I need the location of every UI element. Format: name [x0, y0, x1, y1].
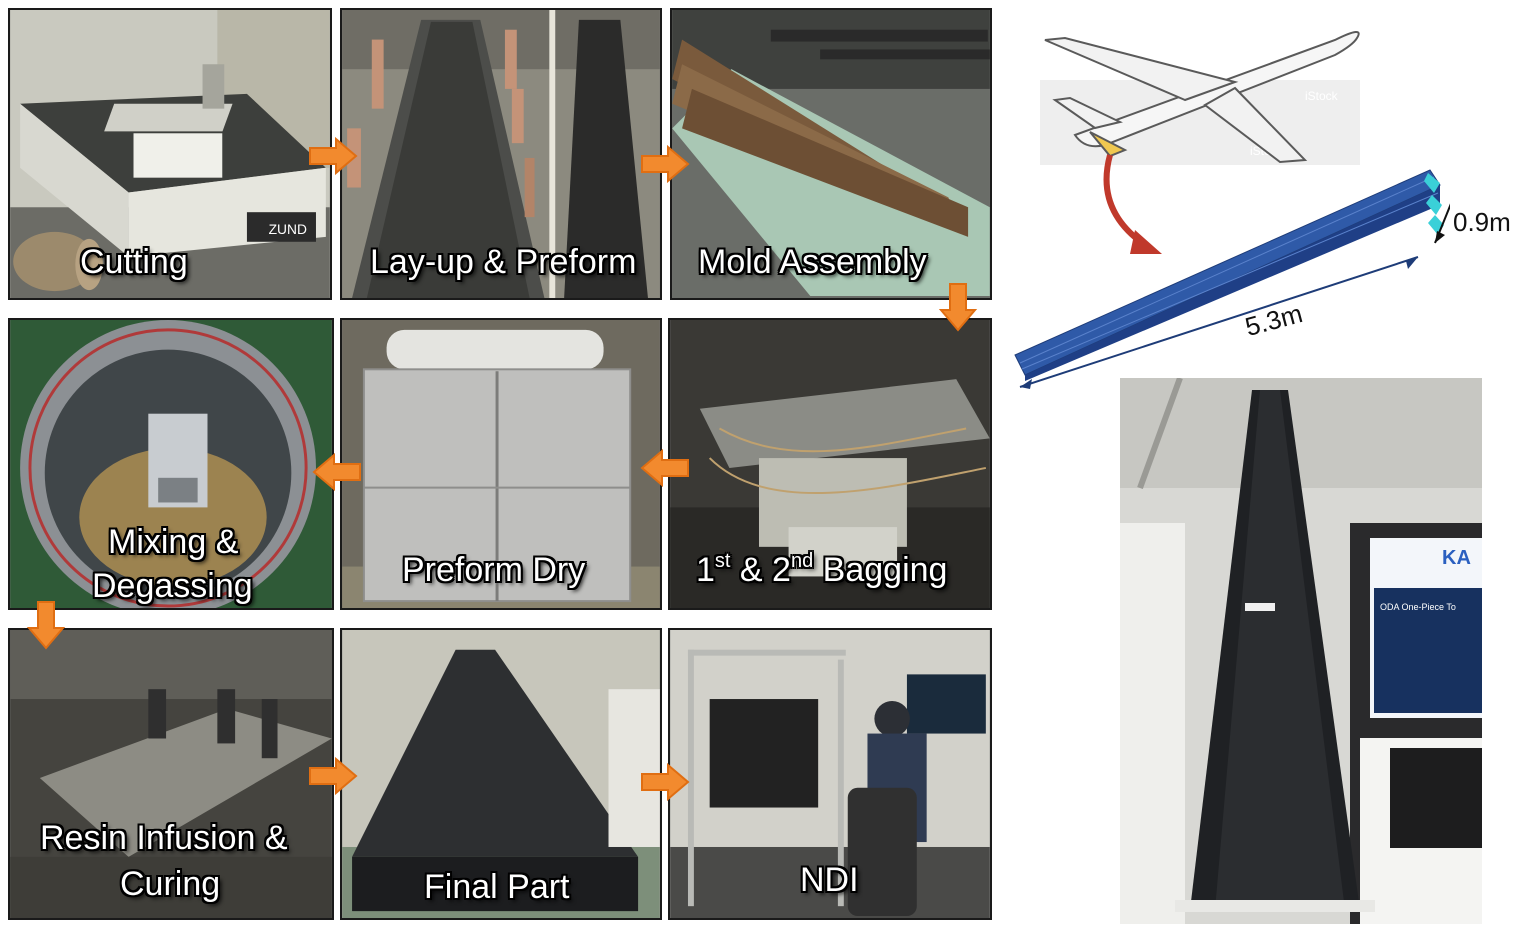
airplane-illustration: iStock iStock: [1040, 31, 1360, 165]
step-label-ndi: NDI: [800, 861, 859, 899]
step-label-resin-line2: Curing: [120, 865, 221, 903]
arrow-left-1: [640, 448, 689, 488]
wingbox-3d-diagram: [1014, 169, 1450, 389]
resin-infusion-photo: [10, 630, 332, 918]
booth-poster-text: ODA One-Piece To: [1380, 602, 1456, 612]
panel-preform-dry: Preform Dry: [340, 318, 662, 610]
bagging-1: 1: [696, 551, 715, 589]
ndi-inspection-photo: [670, 630, 990, 918]
mixing-degassing-photo: [10, 320, 332, 608]
exhibit-photo: KA ODA One-Piece To: [1120, 378, 1482, 924]
arrow-down-1: [938, 283, 978, 332]
step-label-layup: Lay-up & Preform: [370, 243, 637, 281]
bagging-1-suffix: st: [714, 550, 731, 572]
final-part-photo: [342, 630, 660, 918]
preform-dry-oven-photo: [342, 320, 660, 608]
arrow-right-4: [641, 762, 690, 802]
arrow-right-3: [309, 756, 358, 796]
step-label-mixing-line2: Degassing: [92, 567, 253, 605]
bagging-2-suffix: nd: [790, 550, 814, 572]
step-label-mixing-line1: Mixing &: [108, 523, 239, 561]
panel-ndi: NDI: [668, 628, 992, 920]
arrow-right-2: [641, 144, 690, 184]
arrow-left-2: [312, 452, 361, 492]
zund-brand-text: ZUND: [269, 222, 307, 237]
wingbox-exhibit-scene: KA ODA One-Piece To: [1120, 378, 1482, 924]
bagging-photo: [670, 320, 990, 608]
cutting-machine-photo: ZUND: [10, 10, 330, 298]
panel-bagging: 1st & 2nd Bagging: [668, 318, 992, 610]
step-label-final-part: Final Part: [424, 868, 570, 906]
step-label-preform-dry: Preform Dry: [402, 551, 586, 589]
step-label-mold-assembly: Mold Assembly: [698, 243, 927, 281]
panel-mold-assembly: Mold Assembly: [670, 8, 992, 300]
curved-red-arrow: [1103, 154, 1162, 254]
step-label-cutting: Cutting: [80, 243, 188, 281]
step-label-resin-line1: Resin Infusion &: [40, 819, 288, 857]
dimension-width-label: 0.9m: [1453, 207, 1511, 237]
step-label-bagging: 1st & 2nd Bagging: [696, 550, 947, 591]
bagging-amp: & 2: [730, 551, 791, 589]
booth-logo-text: KA: [1442, 547, 1471, 569]
layup-preform-photo: [342, 10, 660, 298]
watermark-1: iStock: [1305, 89, 1339, 103]
panel-cutting: ZUND Cutting: [8, 8, 332, 300]
panel-final-part: Final Part: [340, 628, 662, 920]
panel-layup: Lay-up & Preform: [340, 8, 662, 300]
panel-mixing-degassing: Mixing & Degassing: [8, 318, 334, 610]
arrow-down-2: [26, 601, 66, 650]
mold-assembly-photo: [672, 10, 990, 298]
bagging-rest: Bagging: [813, 551, 948, 589]
panel-resin-infusion: Resin Infusion & Curing: [8, 628, 334, 920]
arrow-right-1: [309, 136, 358, 176]
